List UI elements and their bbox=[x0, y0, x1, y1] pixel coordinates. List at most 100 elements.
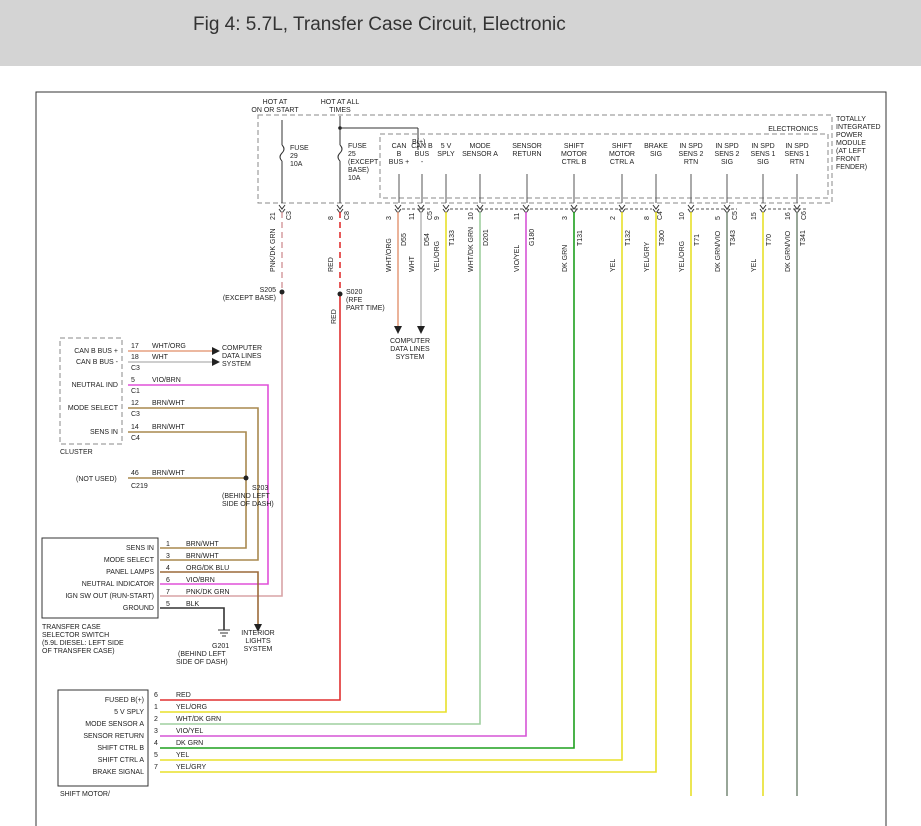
wire-yel-org bbox=[160, 212, 447, 713]
s020-sub1: (RFE bbox=[346, 297, 363, 304]
wire-red-lower bbox=[160, 294, 341, 701]
tipm-wire-color: YEL/ORG bbox=[434, 241, 441, 272]
tipm-terminal-label: MOTOR bbox=[561, 151, 587, 158]
arrow-cluster-1 bbox=[212, 347, 220, 355]
wire-blk bbox=[160, 607, 225, 630]
tipm-terminal-label: BUS + bbox=[389, 159, 409, 166]
tipm-pin-number: 3 bbox=[386, 216, 393, 220]
tipm-circuit-id: D55 bbox=[401, 233, 408, 246]
s205-label: S205 bbox=[260, 287, 276, 294]
s020-sub2: PART TIME) bbox=[346, 305, 385, 312]
pin-connector-icon bbox=[278, 204, 286, 214]
tipm-wire-color: YEL bbox=[751, 259, 758, 272]
cluster-connector-id: C1 bbox=[131, 388, 140, 395]
motor-pin-number: 3 bbox=[154, 728, 158, 735]
selector-pin-number: 6 bbox=[166, 577, 170, 584]
tipm-terminal-label: BRAKE bbox=[644, 143, 668, 150]
selector-pin-label: NEUTRAL INDICATOR bbox=[82, 581, 154, 588]
ground-2: (BEHIND LEFT bbox=[178, 651, 227, 658]
selector-pin-label: MODE SELECT bbox=[104, 557, 155, 564]
tipm-terminal-label: SENSOR A bbox=[462, 151, 498, 158]
tipm-terminal-label: SENSOR bbox=[512, 143, 542, 150]
tipm-pin-number: 10 bbox=[468, 212, 475, 220]
s203-sub2: SIDE OF DASH) bbox=[222, 501, 274, 508]
wire-wht-dk-grn bbox=[160, 212, 481, 725]
data-lines-top-2: DATA LINES bbox=[390, 346, 430, 353]
tipm-wire-color: DK GRN/VIO bbox=[715, 230, 722, 272]
motor-pin-number: 1 bbox=[154, 704, 158, 711]
tipm-terminal-label: IN SPD bbox=[785, 143, 808, 150]
tipm-terminal-label: B bbox=[397, 151, 402, 158]
tipm-terminal-label: 5 V bbox=[441, 143, 452, 150]
not-used-label: (NOT USED) bbox=[76, 476, 117, 483]
cluster-pin-label: MODE SELECT bbox=[68, 405, 119, 412]
ground-1: G201 bbox=[212, 643, 229, 650]
cluster-wire-color: BRN/WHT bbox=[152, 400, 185, 407]
selector-pin-label: PANEL LAMPS bbox=[106, 569, 154, 576]
wire-pnk-dk-grn-lower bbox=[160, 292, 283, 597]
tipm-terminal-label: - bbox=[421, 159, 424, 166]
s020-label: S020 bbox=[346, 289, 362, 296]
svg-text:FRONT: FRONT bbox=[836, 156, 861, 163]
cluster-wire-color: WHT/ORG bbox=[152, 343, 186, 350]
cluster-pin-label: CAN B BUS + bbox=[74, 348, 118, 355]
wire-org-dk-blu bbox=[160, 571, 259, 628]
tipm-pin-number: 9 bbox=[434, 216, 441, 220]
cluster-wire-color: VIO/BRN bbox=[152, 377, 181, 384]
tipm-connector-id: C6 bbox=[801, 211, 808, 220]
fuse25-l3: (EXCEPT bbox=[348, 159, 379, 166]
cluster-pin-number: 18 bbox=[131, 354, 139, 361]
fuse29-label: FUSE bbox=[290, 145, 309, 152]
tipm-pin-number: 8 bbox=[328, 216, 335, 220]
s203-sub1: (BEHIND LEFT bbox=[222, 493, 271, 500]
tipm-wire-color: DK GRN/VIO bbox=[785, 230, 792, 272]
tipm-terminal-label: SIG bbox=[650, 151, 662, 158]
tipm-wire-color: RED bbox=[328, 257, 335, 272]
motor-pin-label: SHIFT CTRL A bbox=[98, 757, 145, 764]
pin-connector-icon bbox=[336, 204, 344, 214]
interior-1: INTERIOR bbox=[241, 630, 274, 637]
cluster-wire-color: WHT bbox=[152, 354, 169, 361]
selector-name-3: (5.9L DIESEL: LEFT SIDE bbox=[42, 640, 124, 647]
tipm-pin-number: 16 bbox=[785, 212, 792, 220]
svg-text:(AT LEFT: (AT LEFT bbox=[836, 148, 866, 155]
motor-wire-color: VIO/YEL bbox=[176, 728, 203, 735]
wire-cluster-brn-wht-mode bbox=[128, 407, 259, 561]
selector-name-4: OF TRANSFER CASE) bbox=[42, 648, 115, 655]
data-lines-top-1: COMPUTER bbox=[390, 338, 430, 345]
wire-cluster-vio-brn bbox=[128, 384, 269, 585]
not-used-conn: C219 bbox=[131, 483, 148, 490]
wire-vio-yel bbox=[160, 212, 527, 737]
tipm-wire-color: YEL/GRY bbox=[644, 241, 651, 272]
fuse25-l2: 25 bbox=[348, 151, 356, 158]
tipm-circuit-id: T132 bbox=[625, 230, 632, 246]
tipm-terminal-label: CTRL A bbox=[610, 159, 635, 166]
tipm-wire-color: WHT/DK GRN bbox=[468, 227, 475, 272]
motor-pin-label: SHIFT CTRL B bbox=[97, 745, 144, 752]
tipm-name: TOTALLY INTEGRATED POWER MODULE (AT LEFT… bbox=[836, 116, 881, 171]
tipm-wire-color: WHT bbox=[409, 255, 416, 272]
tipm-connector-id: C3 bbox=[286, 211, 293, 220]
tipm-pin-number: 3 bbox=[562, 216, 569, 220]
selector-pin-label: SENS IN bbox=[126, 545, 154, 552]
interior-3: SYSTEM bbox=[244, 646, 273, 653]
tipm-wire-color: YEL/ORG bbox=[679, 241, 686, 272]
fuse25-l5: 10A bbox=[348, 175, 361, 182]
motor-pin-number: 7 bbox=[154, 764, 158, 771]
wires bbox=[128, 212, 798, 796]
tipm-pin-number: 15 bbox=[751, 212, 758, 220]
splices: S205 (EXCEPT BASE) S020 (RFE PART TIME) … bbox=[176, 287, 430, 666]
b-plus-label: B(+) bbox=[412, 139, 425, 146]
tipm-terminal-label: SPLY bbox=[437, 151, 455, 158]
not-used-pin: 46 bbox=[131, 470, 139, 477]
motor-pin-number: 5 bbox=[154, 752, 158, 759]
motor-pin-label: SENSOR RETURN bbox=[83, 733, 144, 740]
motor-wire-color: RED bbox=[176, 692, 191, 699]
arrow-cluster-2 bbox=[212, 358, 220, 366]
tipm-terminal-label: CAN bbox=[392, 143, 407, 150]
